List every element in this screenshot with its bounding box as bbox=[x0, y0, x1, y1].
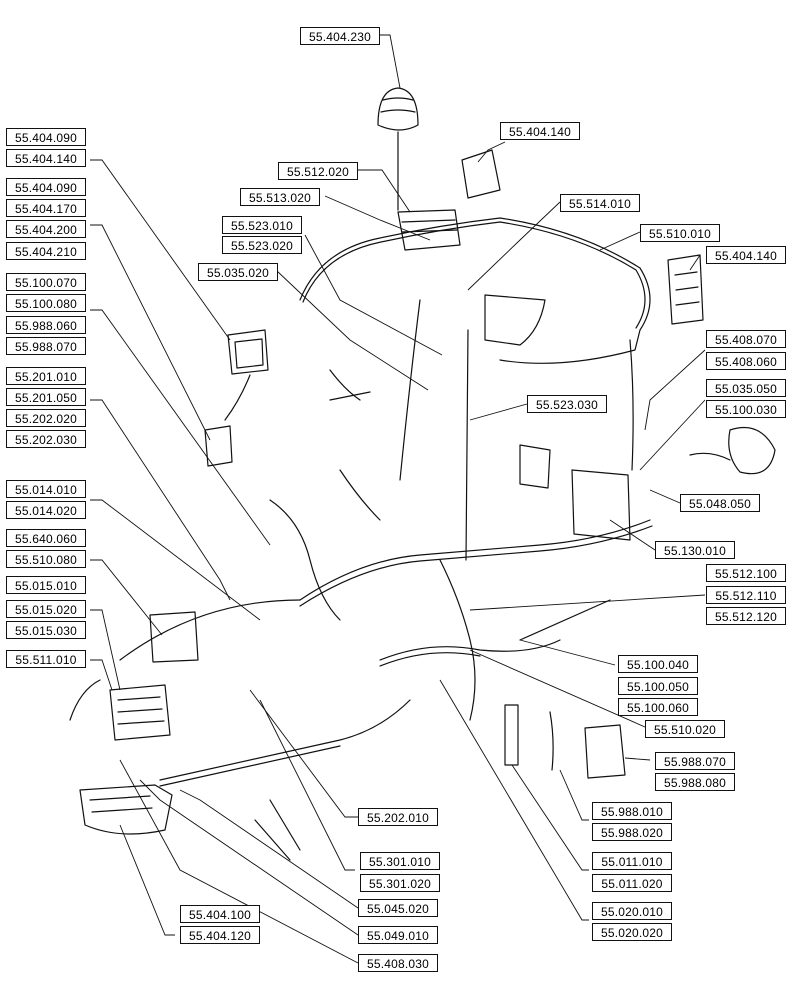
part-ref-label: 55.512.020 bbox=[278, 162, 358, 180]
lower-main-harness bbox=[299, 519, 651, 601]
part-ref-label: 55.404.140 bbox=[706, 246, 786, 264]
cab-pillar-left bbox=[399, 299, 421, 481]
part-ref-label: 55.404.090 bbox=[6, 128, 86, 146]
part-ref-label: 55.404.170 bbox=[6, 199, 86, 217]
part-ref-label: 55.510.080 bbox=[6, 550, 86, 568]
part-ref-label: 55.408.030 bbox=[358, 954, 438, 972]
part-ref-label: 55.988.070 bbox=[655, 752, 735, 770]
part-ref-label: 55.049.010 bbox=[358, 926, 438, 944]
rear-lamp-right bbox=[667, 254, 704, 325]
part-ref-label: 55.301.020 bbox=[360, 874, 440, 892]
fuel-sender bbox=[504, 704, 519, 766]
part-ref-label: 55.988.020 bbox=[592, 823, 672, 841]
part-ref-label: 55.045.020 bbox=[358, 899, 438, 917]
part-ref-label: 55.404.200 bbox=[6, 220, 86, 238]
front-lamp bbox=[79, 784, 173, 835]
part-ref-label: 55.100.050 bbox=[618, 677, 698, 695]
roof-module bbox=[397, 209, 461, 251]
part-ref-label: 55.130.010 bbox=[655, 541, 735, 559]
part-ref-label: 55.512.110 bbox=[706, 586, 786, 604]
level-sensor bbox=[549, 711, 554, 771]
part-ref-label: 55.511.010 bbox=[6, 650, 86, 668]
beacon-lamp bbox=[377, 87, 419, 131]
part-ref-label: 55.100.070 bbox=[6, 273, 86, 291]
part-ref-label: 55.404.090 bbox=[6, 178, 86, 196]
dash-module bbox=[149, 611, 199, 663]
part-ref-label: 55.988.080 bbox=[655, 773, 735, 791]
part-ref-label: 55.201.050 bbox=[6, 388, 86, 406]
part-ref-label: 55.510.020 bbox=[645, 720, 725, 738]
part-ref-label: 55.014.010 bbox=[6, 480, 86, 498]
rear-lamp-left bbox=[461, 149, 501, 199]
part-ref-label: 55.100.060 bbox=[618, 698, 698, 716]
fuse-box bbox=[109, 684, 171, 741]
part-ref-label: 55.404.230 bbox=[300, 27, 380, 45]
part-ref-label: 55.510.010 bbox=[640, 224, 720, 242]
part-ref-label: 55.100.040 bbox=[618, 655, 698, 673]
part-ref-label: 55.988.010 bbox=[592, 802, 672, 820]
part-ref-label: 55.512.100 bbox=[706, 564, 786, 582]
part-ref-label: 55.408.070 bbox=[706, 330, 786, 348]
left-work-lamp bbox=[227, 329, 269, 375]
part-ref-label: 55.514.010 bbox=[560, 194, 640, 212]
part-ref-label: 55.513.020 bbox=[240, 188, 320, 206]
ecu-box bbox=[571, 469, 631, 541]
part-ref-label: 55.100.030 bbox=[706, 400, 786, 418]
part-ref-label: 55.035.050 bbox=[706, 379, 786, 397]
part-ref-label: 55.523.020 bbox=[222, 236, 302, 254]
part-ref-label: 55.015.010 bbox=[6, 576, 86, 594]
cab-pillar-right bbox=[629, 339, 634, 471]
part-ref-label: 55.014.020 bbox=[6, 501, 86, 519]
part-ref-label: 55.048.050 bbox=[680, 494, 760, 512]
switch-panel bbox=[584, 724, 626, 779]
part-ref-label: 55.404.140 bbox=[500, 122, 580, 140]
part-ref-label: 55.640.060 bbox=[6, 529, 86, 547]
part-ref-label: 55.015.020 bbox=[6, 600, 86, 618]
part-ref-label: 55.202.030 bbox=[6, 430, 86, 448]
part-ref-label: 55.404.120 bbox=[180, 926, 260, 944]
roof-harness bbox=[299, 217, 651, 364]
right-work-lamp bbox=[728, 426, 776, 475]
part-ref-label: 55.523.030 bbox=[527, 395, 607, 413]
part-ref-label: 55.011.020 bbox=[592, 874, 672, 892]
part-ref-label: 55.523.010 bbox=[222, 216, 302, 234]
part-ref-label: 55.202.020 bbox=[6, 409, 86, 427]
part-ref-label: 55.100.080 bbox=[6, 294, 86, 312]
part-ref-label: 55.512.120 bbox=[706, 607, 786, 625]
part-ref-label: 55.020.010 bbox=[592, 902, 672, 920]
part-ref-label: 55.202.010 bbox=[358, 808, 438, 826]
part-ref-label: 55.988.060 bbox=[6, 316, 86, 334]
part-ref-label: 55.020.020 bbox=[592, 923, 672, 941]
part-ref-label: 55.035.020 bbox=[198, 263, 278, 281]
part-ref-label: 55.015.030 bbox=[6, 621, 86, 639]
part-ref-label: 55.011.010 bbox=[592, 852, 672, 870]
part-ref-label: 55.408.060 bbox=[706, 352, 786, 370]
part-ref-label: 55.988.070 bbox=[6, 337, 86, 355]
part-ref-label: 55.301.010 bbox=[360, 852, 440, 870]
part-ref-label: 55.404.100 bbox=[180, 905, 260, 923]
seat-harness bbox=[484, 294, 546, 346]
part-ref-label: 55.201.010 bbox=[6, 367, 86, 385]
part-ref-label: 55.404.210 bbox=[6, 242, 86, 260]
part-ref-label: 55.404.140 bbox=[6, 149, 86, 167]
left-fender-lamp bbox=[204, 425, 233, 467]
